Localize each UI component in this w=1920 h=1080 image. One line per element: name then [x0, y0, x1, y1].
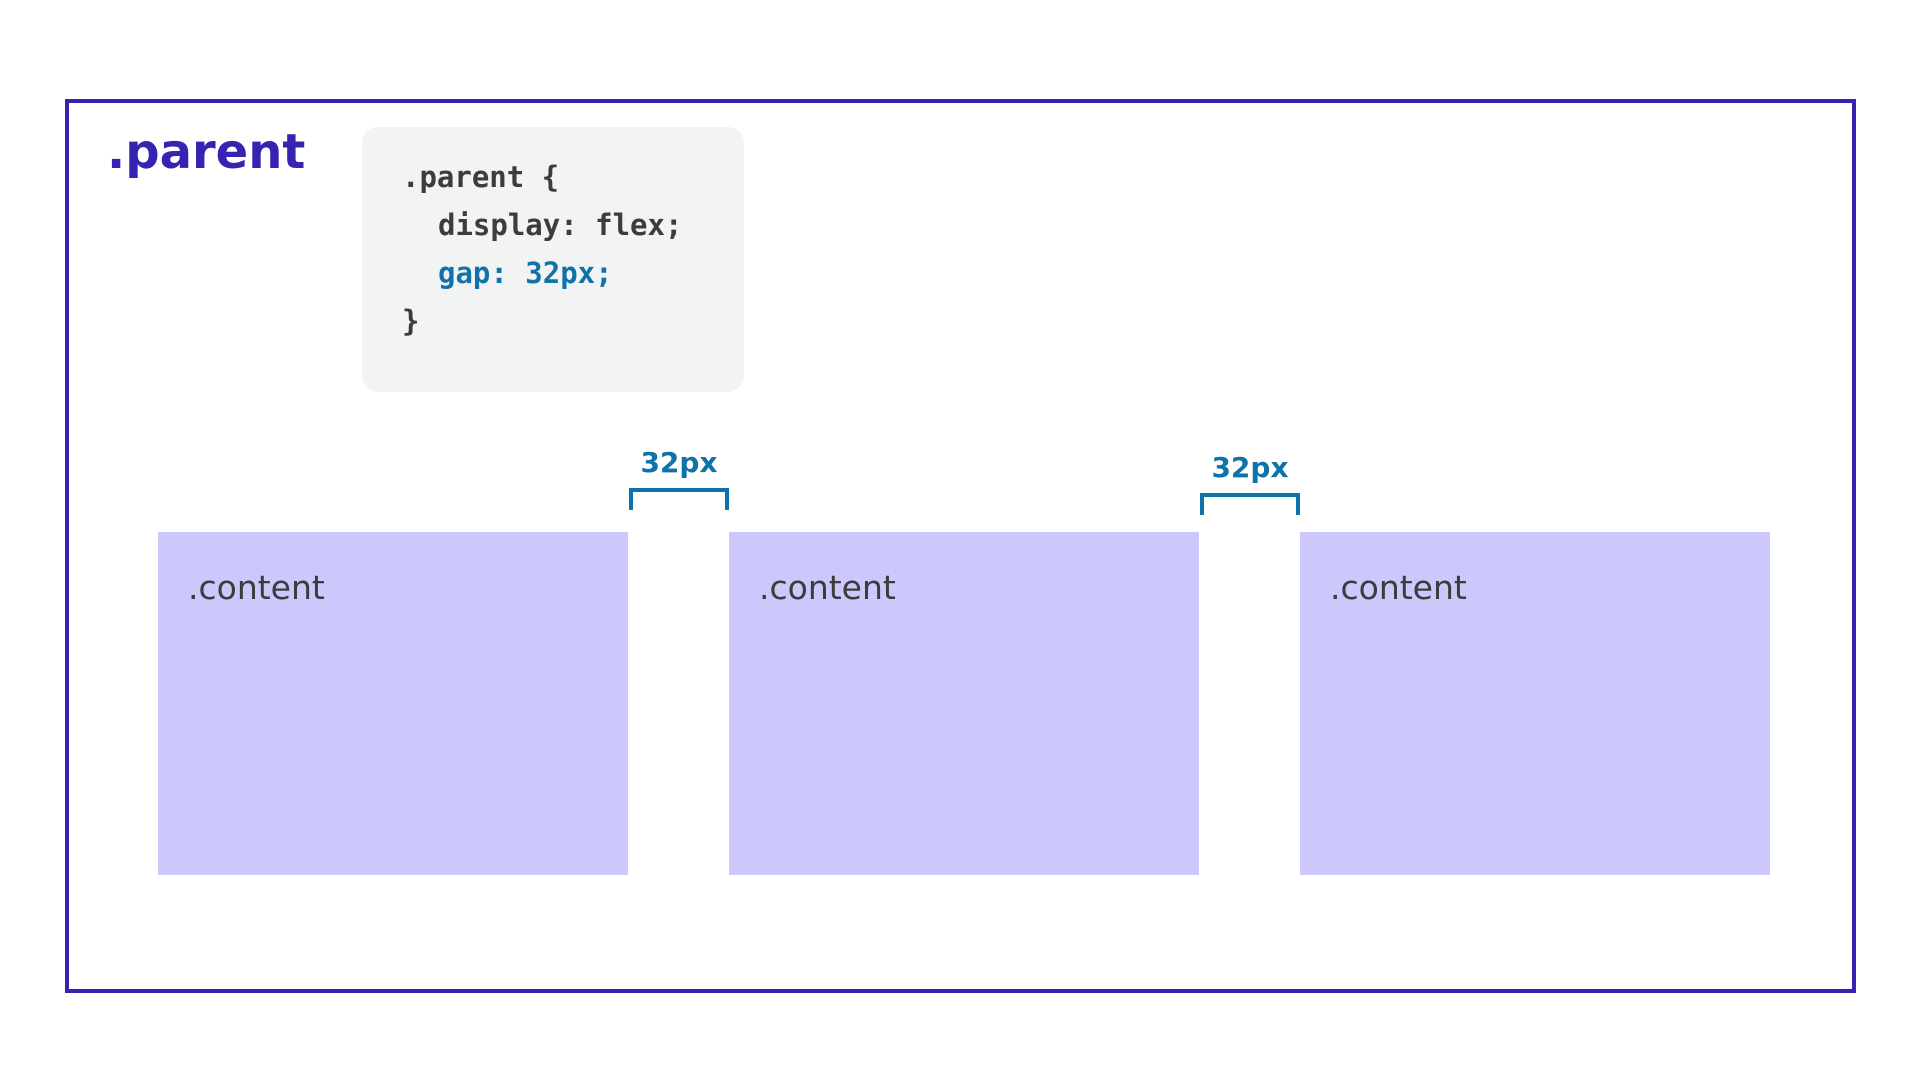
gap-marker-2: 32px — [1200, 451, 1300, 515]
content-box-3: .content — [1300, 532, 1770, 875]
content-label-3: .content — [1330, 568, 1467, 607]
content-box-1: .content — [158, 532, 628, 875]
content-label-1: .content — [188, 568, 325, 607]
gap-label-2: 32px — [1211, 451, 1289, 484]
gap-bracket-2 — [1200, 493, 1300, 515]
code-block: .parent { display: flex; gap: 32px; } — [362, 127, 744, 392]
content-box-2: .content — [729, 532, 1199, 875]
content-label-2: .content — [759, 568, 896, 607]
gap-label-1: 32px — [640, 446, 718, 479]
parent-container — [65, 99, 1856, 993]
code-line-selector: .parent { — [402, 160, 560, 194]
code-line-display: display: flex; — [438, 208, 683, 242]
gap-marker-1: 32px — [629, 446, 729, 510]
parent-label: .parent — [107, 124, 306, 180]
code-line-gap: gap: 32px; — [438, 256, 613, 290]
code-line-close-brace: } — [402, 304, 420, 338]
gap-bracket-1 — [629, 488, 729, 510]
